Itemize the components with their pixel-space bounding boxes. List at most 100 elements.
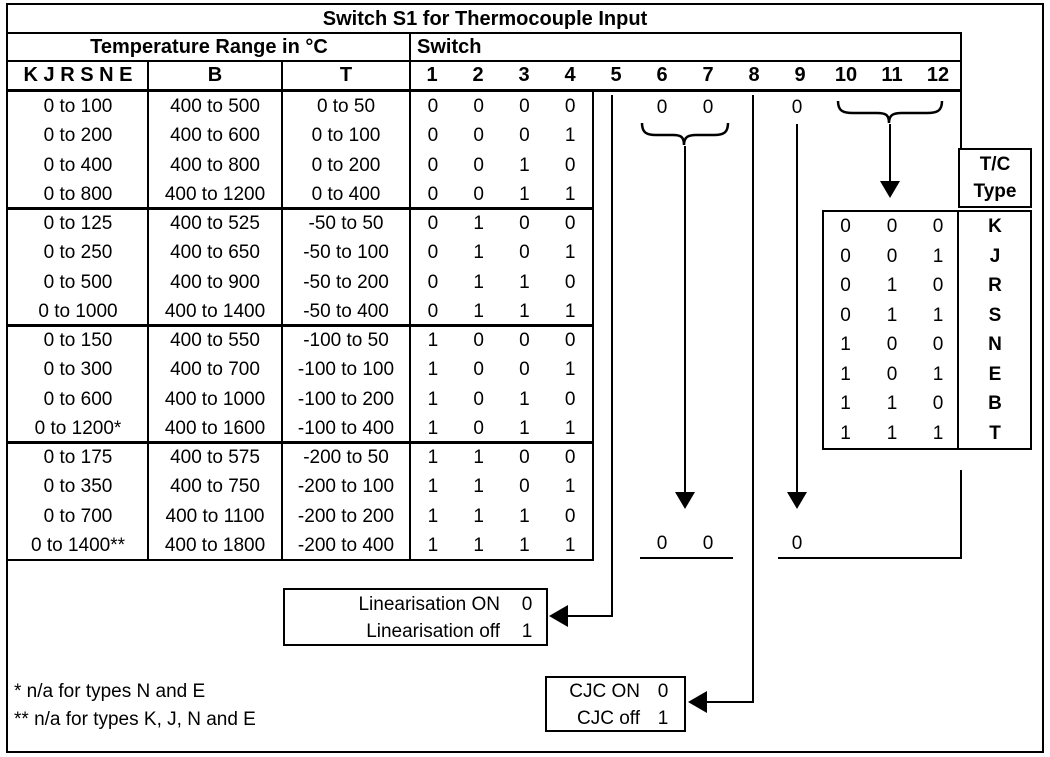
switch-bit-4: 1 [564,242,576,264]
range-cell-t: -100 to 50 [303,330,389,351]
range-cell-t: -50 to 100 [303,242,389,264]
switch-bit-2: 0 [473,183,484,205]
range-cell-b: 400 to 700 [170,359,260,381]
switch-bit-4: 0 [564,388,576,410]
cjc-off-label: CJC off [576,707,640,729]
linearisation-off-row: Linearisation off 1 [285,618,546,645]
tc-type-header-line2: Type [973,181,1017,202]
range-cell-t: -100 to 100 [297,359,395,381]
page-border [6,3,1044,753]
column-header-b: B [207,64,223,86]
footnote-2: ** n/a for types K, J, N and E [14,709,256,730]
switch-number: 8 [748,64,760,86]
tc-bit-2: 0 [886,334,898,355]
switch-bit-1: 0 [427,300,439,322]
col-divider-c [409,32,411,561]
tc-bit-3: 0 [932,393,944,414]
column-header-t: T [339,64,353,86]
range-cell-kjrsne: 0 to 125 [43,213,113,234]
switch-bit-4: 1 [564,417,576,439]
linearisation-off-label: Linearisation off [366,620,500,642]
col-divider-a [147,60,149,561]
switch-header: Switch [417,36,482,58]
switch9-bottom-value: 0 [791,533,803,554]
column-header-kjrsne: K J R S N E [23,64,133,86]
range-cell-t: -200 to 200 [297,505,395,527]
switch-bit-4: 1 [564,476,576,498]
switch-bit-1: 0 [427,213,439,234]
tc-bit-2: 1 [886,422,898,444]
range-cell-kjrsne: 0 to 500 [43,271,113,293]
brace-switch1012-icon [836,100,944,124]
switch9-underline [778,557,962,559]
switch-bit-4: 0 [564,447,576,468]
switch-bit-3: 1 [519,271,530,293]
tc-type-letter: S [988,304,1002,326]
switch-number: 5 [610,64,622,86]
tc-bit-1: 1 [840,422,851,444]
switch9-value: 0 [791,97,803,118]
tc-type-letter: N [988,334,1002,355]
range-cell-b: 400 to 550 [170,330,260,351]
range-table-bottom-rule [8,559,593,561]
range-cell-b: 400 to 1000 [164,388,266,410]
switch-bit-1: 1 [427,476,439,498]
switch-bit-4: 1 [564,300,576,322]
range-cell-t: -50 to 50 [308,213,384,234]
range-cell-t: -50 to 400 [303,300,389,322]
range-cell-kjrsne: 0 to 200 [43,125,113,147]
switch-bit-4: 0 [564,154,576,176]
tc-type-letter: R [988,275,1002,296]
switch-bit-2: 1 [473,300,484,322]
switch-number: 2 [472,64,484,86]
cjc-on-row: CJC ON 0 [547,678,684,705]
switch-number: 1 [426,64,438,86]
arrow-down-tc-icon [880,181,900,198]
range-cell-b: 400 to 1100 [165,505,265,527]
switch-bit-2: 0 [473,96,484,117]
tc-type-letter: J [989,245,1001,267]
switch-block-divider [592,89,594,561]
switch-bit-4: 1 [564,359,576,381]
switch-bit-1: 0 [427,271,439,293]
switch-bit-2: 1 [473,242,484,264]
switch-bit-3: 0 [519,125,530,147]
range-cell-b: 400 to 1800 [164,534,266,556]
cjc-box: CJC ON 0 CJC off 1 [545,676,686,732]
arrow-down-switch67-icon [675,492,695,509]
switch67-guide-line [684,146,686,492]
range-cell-kjrsne: 0 to 1200* [34,417,122,439]
switch-bit-3: 0 [519,330,530,351]
tc-bit-3: 0 [932,334,944,355]
switch5-guide-elbow [567,615,613,617]
switch5-guide-line [611,95,613,617]
temp-range-header: Temperature Range in °C [90,36,328,58]
brace-switch67-icon [640,122,730,146]
switch-bit-1: 0 [427,183,439,205]
switch-bit-3: 0 [519,359,530,381]
arrow-left-cjc-icon [688,691,707,713]
col-divider-b [281,60,283,561]
tc-type-letter: K [988,216,1002,237]
range-cell-kjrsne: 0 to 300 [43,359,113,381]
switch-bit-1: 0 [427,125,439,147]
range-cell-b: 400 to 1600 [164,417,266,439]
tc-bit-3: 1 [932,304,944,326]
cjc-off-row: CJC off 1 [547,705,684,732]
switch-bit-1: 1 [427,505,439,527]
header-thick-rule [8,89,962,92]
switch67-underline [640,557,733,559]
switch-bit-2: 1 [473,271,484,293]
switch-bit-3: 1 [519,417,530,439]
switch7-bottom-value: 0 [702,533,714,554]
tc-bit-2: 0 [886,245,898,267]
switch9-guide-line [796,124,798,492]
range-cell-t: 0 to 400 [311,183,381,205]
header-rule [8,60,962,62]
range-cell-kjrsne: 0 to 175 [43,447,113,468]
range-cell-t: -100 to 400 [297,417,395,439]
switch6-bottom-value: 0 [656,533,668,554]
arrow-left-linearisation-icon [549,605,568,627]
switch-bit-4: 0 [564,96,576,117]
